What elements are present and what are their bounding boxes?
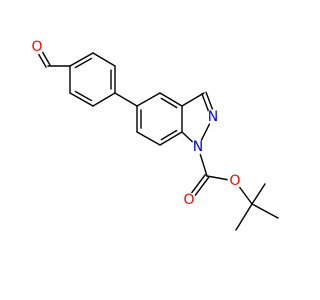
atom-label-background [29,39,45,55]
bond-layer [34,45,279,231]
oxygen-atom-label: O [229,173,240,189]
nitrogen-atom-label: N [208,109,218,125]
oxygen-atom-label: O [31,39,42,55]
single-bond [136,131,161,146]
single-bond [235,203,253,231]
aromatic-inner-bond [74,90,93,102]
single-bond [136,92,161,107]
aromatic-inner-bond [160,129,178,141]
single-bond [159,92,183,107]
single-bond [114,92,138,107]
aromatic-inner-bond [160,97,178,109]
nitrogen-atom-label: N [193,139,203,155]
single-bond [251,183,266,205]
atom-label-background [181,192,197,208]
oxygen-atom-label: O [183,192,194,208]
single-bond [92,52,116,67]
molecule-structure: O NN O O [29,39,279,231]
single-bond [159,131,183,146]
single-bond [251,203,279,219]
atom-label-background [190,139,206,155]
single-bond [69,92,94,107]
aromatic-inner-bond [74,57,93,69]
atom-label-background [227,173,243,189]
atom-label-layer: O NN O O [29,39,243,208]
atom-label-background [205,109,221,125]
single-bond [181,92,205,107]
single-bond [92,92,116,107]
single-bond [69,52,94,67]
